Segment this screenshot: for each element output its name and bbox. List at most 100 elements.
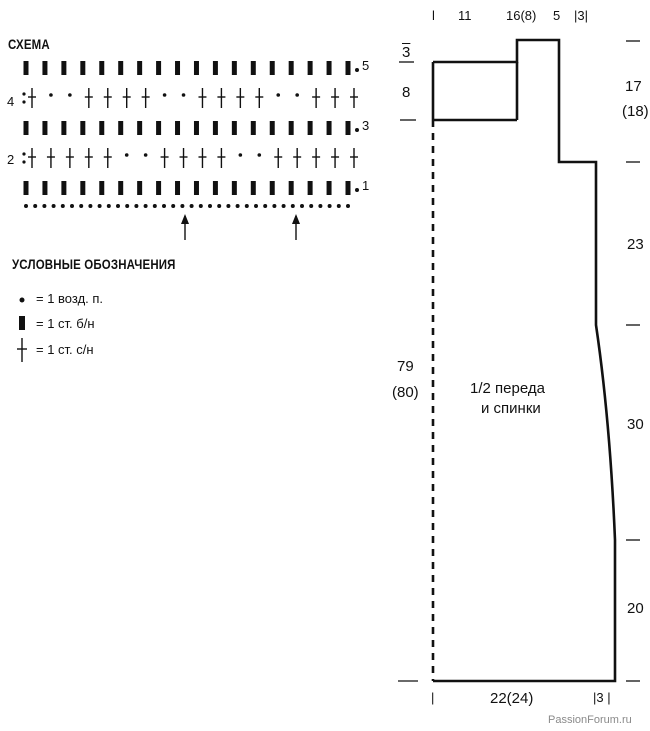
bar-stitch <box>80 121 86 135</box>
bar-stitch <box>231 61 237 75</box>
bar-stitch <box>326 181 332 195</box>
chain-dot <box>295 93 299 97</box>
bar-stitch <box>212 61 218 75</box>
arrow-head <box>181 214 189 224</box>
chain-dot <box>106 204 111 208</box>
chain-dot <box>226 204 231 208</box>
bar-stitch <box>307 121 313 135</box>
bottom-dim-0: | <box>431 690 435 705</box>
chain-dot <box>327 204 332 208</box>
chain-dot <box>244 204 249 208</box>
right-dim-30: 30 <box>627 416 644 433</box>
chain-dot <box>180 204 185 208</box>
row-number-1: 1 <box>362 178 370 193</box>
left-dim-79: 79 <box>397 358 414 375</box>
chain-dot <box>355 188 359 192</box>
chain-dot <box>143 204 148 208</box>
bar-stitch <box>345 121 351 135</box>
watermark: PassionForum.ru <box>548 714 632 726</box>
scheme-title: СХЕМА <box>8 36 50 52</box>
right-dim-17: 17 <box>625 78 642 95</box>
right-dim-23: 23 <box>627 236 644 253</box>
chain-dot <box>51 204 56 208</box>
top-dim-3: |3| <box>574 8 588 23</box>
bottom-dim-3: |3 | <box>593 690 611 705</box>
bar-stitch <box>23 121 29 135</box>
chain-dot <box>143 153 148 157</box>
chain-dot <box>263 204 268 208</box>
chain-dot <box>49 93 53 97</box>
legend-dot-icon <box>19 297 25 303</box>
chain-dot <box>22 92 26 96</box>
chain-dot <box>171 204 176 208</box>
top-dim-6-8: 16(8) <box>506 8 537 23</box>
legend-bar-icon <box>19 316 25 330</box>
bottom-dim-22-24: 22(24) <box>490 690 534 707</box>
arrow-head <box>292 214 300 224</box>
bar-stitch <box>23 61 29 75</box>
chain-dot <box>24 204 28 208</box>
chain-dot <box>355 68 359 72</box>
bar-stitch <box>118 61 124 75</box>
bar-stitch <box>269 181 275 195</box>
bar-stitch <box>42 181 48 195</box>
bar-stitch <box>42 61 48 75</box>
chain-dot <box>97 204 102 208</box>
chain-dot <box>152 204 157 208</box>
top-dim-11: 11 <box>458 8 472 23</box>
bar-stitch <box>99 181 105 195</box>
bar-stitch <box>212 181 218 195</box>
bar-stitch <box>99 121 105 135</box>
chain-dot <box>318 204 323 208</box>
chain-dot <box>33 204 38 208</box>
bar-stitch <box>156 181 162 195</box>
bar-stitch <box>156 61 162 75</box>
row-number-2: 2 <box>7 152 15 167</box>
chain-dot <box>198 204 203 208</box>
piece-label-line2: и спинки <box>481 400 541 417</box>
bar-stitch <box>288 121 294 135</box>
bar-stitch <box>80 61 86 75</box>
chain-dot <box>254 204 258 208</box>
bar-stitch <box>193 181 199 195</box>
chain-dot <box>276 93 281 97</box>
bar-stitch <box>212 121 218 135</box>
chain-dot <box>134 204 139 208</box>
chain-dot <box>124 153 129 157</box>
chain-dot <box>22 100 26 104</box>
bar-stitch <box>137 121 143 135</box>
chain-dot <box>336 204 341 208</box>
chain-dot <box>22 160 26 164</box>
bar-stitch <box>269 121 275 135</box>
legend-item-bar: = 1 ст. б/н <box>36 316 95 331</box>
bar-stitch <box>326 121 332 135</box>
chain-dot <box>70 204 74 208</box>
bar-stitch <box>42 121 48 135</box>
bar-stitch <box>250 121 256 135</box>
chain-dot <box>189 204 194 208</box>
bar-stitch <box>175 61 181 75</box>
right-dim-18: (18) <box>622 103 649 120</box>
chain-dot <box>79 204 84 208</box>
chain-dot <box>235 204 240 208</box>
bar-stitch <box>175 121 181 135</box>
bar-stitch <box>118 181 124 195</box>
left-dim-8: 8 <box>402 84 411 101</box>
bar-stitch <box>326 61 332 75</box>
bar-stitch <box>231 181 237 195</box>
chain-dot <box>162 204 166 208</box>
legend-title: УСЛОВНЫЕ ОБОЗНАЧЕНИЯ <box>12 256 176 272</box>
bar-stitch <box>250 61 256 75</box>
row-number-4: 4 <box>7 94 15 109</box>
left-dim-80: (80) <box>392 384 419 401</box>
chain-dot <box>208 204 212 208</box>
chain-dot <box>42 204 47 208</box>
bar-stitch <box>193 121 199 135</box>
chain-dot <box>217 204 222 208</box>
bar-stitch <box>193 61 199 75</box>
chain-dot <box>116 204 120 208</box>
bar-stitch <box>80 181 86 195</box>
top-dim-5: 5 <box>553 8 561 23</box>
chain-dot <box>309 204 314 208</box>
